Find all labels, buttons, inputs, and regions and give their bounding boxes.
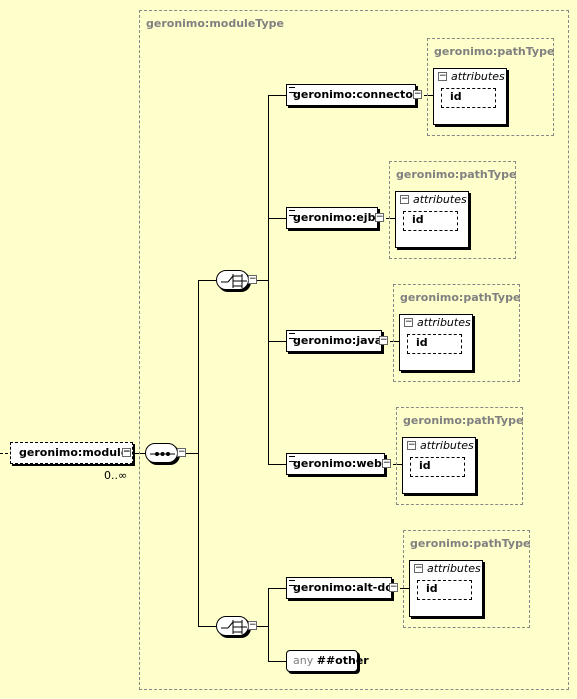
- element-alt-dd-label: geronimo:alt-dd: [293, 581, 394, 594]
- attributes-box: − attributes id: [402, 437, 476, 494]
- any-keyword: any: [293, 654, 314, 667]
- module-type-group: geronimo:moduleType: [139, 10, 569, 690]
- choice-2-collapse-icon[interactable]: −: [248, 620, 257, 630]
- sequence-icon: [150, 452, 175, 456]
- attributes-collapse-icon[interactable]: −: [400, 194, 409, 204]
- documentation-icon: [289, 456, 295, 462]
- attributes-collapse-icon[interactable]: −: [407, 440, 416, 450]
- attribute-id[interactable]: id: [441, 88, 496, 108]
- any-namespace: ##other: [316, 654, 369, 667]
- path-type-group-java: geronimo:pathType − attributes id: [393, 284, 520, 382]
- element-java-label: geronimo:java: [293, 334, 383, 347]
- documentation-icon: [289, 87, 295, 93]
- documentation-icon: [289, 333, 295, 339]
- java-collapse-icon[interactable]: −: [379, 335, 388, 345]
- choice-icon: [221, 620, 247, 634]
- connector-collapse-icon[interactable]: −: [413, 89, 422, 99]
- path-type-group-web: geronimo:pathType − attributes id: [396, 407, 523, 505]
- choice-1-collapse-icon[interactable]: −: [248, 274, 257, 284]
- attribute-id[interactable]: id: [417, 580, 472, 600]
- sequence-compositor[interactable]: [145, 443, 178, 463]
- root-element-label: geronimo:module: [19, 446, 129, 459]
- element-ejb[interactable]: geronimo:ejb: [286, 207, 378, 229]
- element-web-label: geronimo:web: [293, 457, 382, 470]
- path-type-label: geronimo:pathType: [434, 45, 555, 58]
- web-collapse-icon[interactable]: −: [382, 458, 391, 468]
- attributes-header: attributes: [451, 70, 505, 83]
- element-ejb-label: geronimo:ejb: [293, 211, 376, 224]
- choice-compositor-1[interactable]: [216, 270, 249, 290]
- attributes-collapse-icon[interactable]: −: [414, 563, 423, 573]
- ejb-collapse-icon[interactable]: −: [375, 212, 384, 222]
- attributes-box: − attributes id: [433, 68, 507, 125]
- any-other-wildcard[interactable]: any ##other: [286, 650, 369, 672]
- path-type-label: geronimo:pathType: [410, 537, 531, 550]
- attributes-header: attributes: [413, 193, 467, 206]
- attributes-box: − attributes id: [409, 560, 483, 617]
- element-java[interactable]: geronimo:java: [286, 330, 382, 352]
- root-element-module[interactable]: geronimo:module −: [10, 442, 133, 464]
- choice-icon: [221, 274, 247, 288]
- path-type-label: geronimo:pathType: [396, 168, 517, 181]
- root-cardinality: 0..∞: [104, 469, 128, 482]
- path-type-label: geronimo:pathType: [400, 291, 521, 304]
- attributes-header: attributes: [417, 316, 471, 329]
- element-connector-label: geronimo:connector: [293, 88, 419, 101]
- attributes-collapse-icon[interactable]: −: [438, 71, 447, 81]
- path-type-group-ejb: geronimo:pathType − attributes id: [389, 161, 516, 259]
- attributes-header: attributes: [427, 562, 481, 575]
- attribute-id[interactable]: id: [410, 457, 465, 477]
- attribute-id[interactable]: id: [403, 211, 458, 231]
- alt-dd-collapse-icon[interactable]: −: [389, 582, 398, 592]
- element-web[interactable]: geronimo:web: [286, 453, 385, 475]
- path-type-group-alt-dd: geronimo:pathType − attributes id: [403, 530, 530, 628]
- path-type-label: geronimo:pathType: [403, 414, 524, 427]
- attribute-id[interactable]: id: [407, 334, 462, 354]
- sequence-collapse-icon[interactable]: −: [177, 447, 186, 457]
- module-type-label: geronimo:moduleType: [146, 17, 284, 30]
- element-alt-dd[interactable]: geronimo:alt-dd: [286, 577, 394, 599]
- attributes-header: attributes: [420, 439, 474, 452]
- attributes-collapse-icon[interactable]: −: [404, 317, 413, 327]
- element-connector[interactable]: geronimo:connector: [286, 84, 419, 106]
- attributes-box: − attributes id: [399, 314, 473, 371]
- documentation-icon: [289, 580, 295, 586]
- attributes-box: − attributes id: [395, 191, 469, 248]
- path-type-group-connector: geronimo:pathType − attributes id: [427, 38, 554, 136]
- documentation-icon: [289, 210, 295, 216]
- choice-compositor-2[interactable]: [216, 616, 249, 636]
- collapse-icon[interactable]: −: [122, 447, 131, 457]
